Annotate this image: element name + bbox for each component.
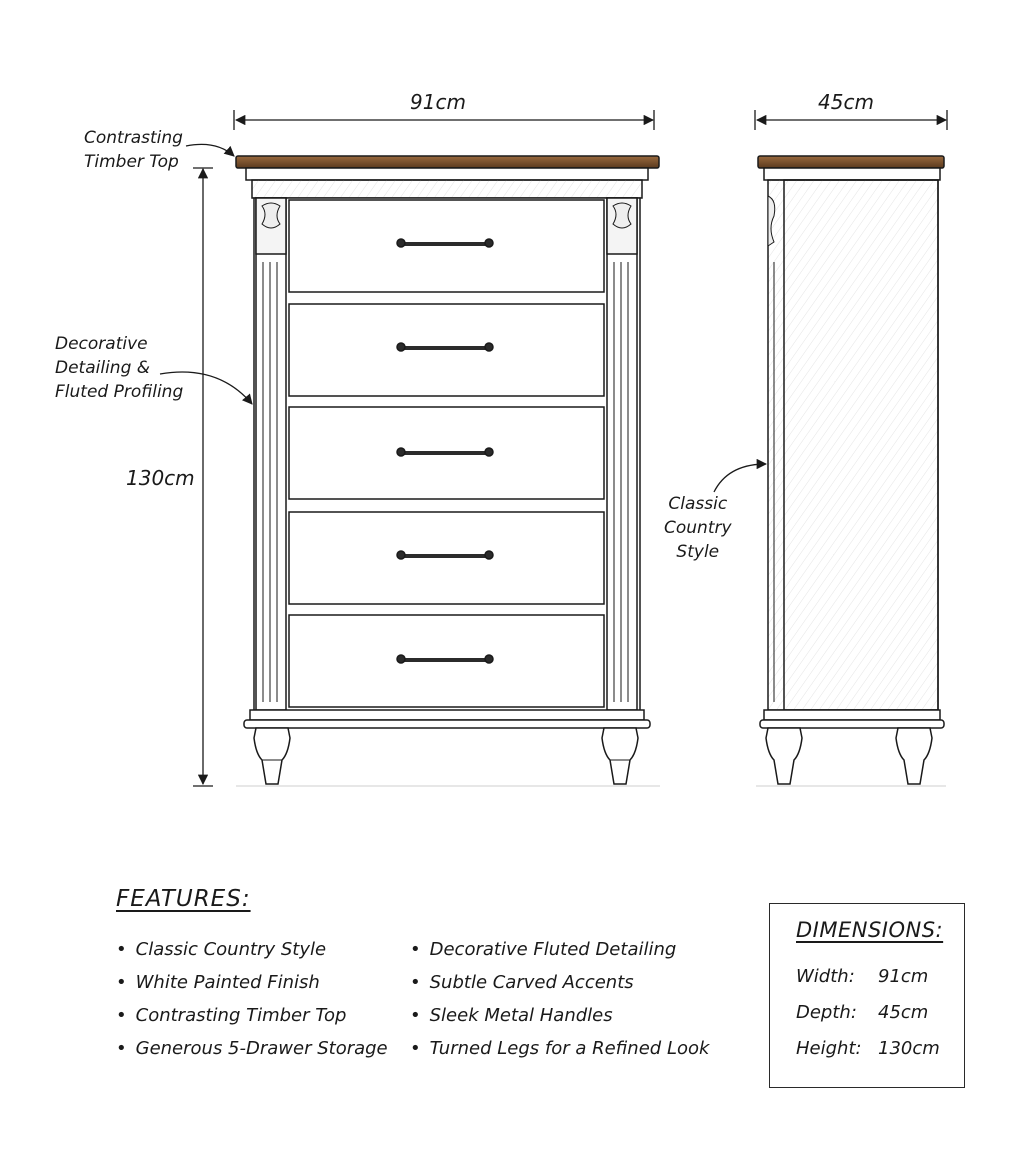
dimension-value: 130cm [878, 1038, 940, 1059]
callout-country-line-2: Country [664, 518, 732, 538]
side-timber-top [757, 155, 945, 169]
dimension-key: Width: [796, 966, 855, 987]
features-title: FEATURES: [116, 886, 251, 912]
leg-front-left [253, 727, 291, 785]
callout-fluted-line-3: Fluted Profiling [55, 382, 184, 402]
feature-item: White Painted Finish [116, 970, 388, 1003]
dimension-value: 45cm [878, 1002, 929, 1023]
left-pilaster [255, 197, 287, 711]
right-pilaster [606, 197, 638, 711]
drawer-1 [288, 199, 605, 293]
features-list-right: Decorative Fluted Detailing Subtle Carve… [410, 937, 710, 1069]
feature-item: Subtle Carved Accents [410, 970, 709, 1003]
dimension-row-height: Height: 130cm [796, 1038, 940, 1059]
dimensions-title: DIMENSIONS: [796, 918, 944, 942]
leg-front-right [601, 727, 639, 785]
dimension-value: 91cm [878, 966, 929, 987]
callout-timber-line-1: Contrasting [84, 128, 183, 148]
side-view [756, 155, 946, 787]
fluted-frieze [251, 179, 643, 199]
dimension-row-depth: Depth: 45cm [796, 1002, 928, 1023]
callout-timber-top: Contrasting Timber Top [84, 126, 183, 174]
furniture-drawing [159, 110, 948, 787]
dimensions-box: DIMENSIONS: Width: 91cm Depth: 45cm Height… [769, 903, 965, 1088]
callout-country-line-3: Style [676, 542, 720, 562]
front-view [235, 155, 660, 787]
feature-item: Contrasting Timber Top [116, 1003, 388, 1036]
callout-country: Classic Country Style [664, 492, 732, 564]
drawer-5 [288, 614, 605, 708]
drawer-3 [288, 406, 605, 500]
features-list-left: Classic Country Style White Painted Fini… [116, 937, 388, 1069]
feature-item: Decorative Fluted Detailing [410, 937, 709, 970]
callout-arrow-country [713, 458, 768, 493]
callout-fluted-line-2: Detailing & [55, 358, 151, 378]
feature-item: Generous 5-Drawer Storage [116, 1036, 388, 1069]
height-label: 130cm [126, 466, 195, 490]
feature-item: Sleek Metal Handles [410, 1003, 709, 1036]
callout-timber-line-2: Timber Top [84, 152, 179, 172]
width-label: 91cm [410, 90, 466, 114]
depth-label: 45cm [818, 90, 874, 114]
carved-corbel-left [261, 202, 281, 229]
callout-arrow-fluted [159, 371, 253, 405]
feature-item: Classic Country Style [116, 937, 388, 970]
callout-arrow-timber [185, 143, 235, 157]
callout-fluted-line-1: Decorative [55, 334, 148, 354]
drawer-4 [288, 511, 605, 605]
leg-side-left [765, 727, 803, 785]
callout-fluted: Decorative Detailing & Fluted Profiling [55, 332, 183, 404]
leg-side-right [895, 727, 933, 785]
dimension-row-width: Width: 91cm [796, 966, 928, 987]
carved-corbel-right [612, 202, 632, 229]
timber-top [235, 155, 660, 169]
dimension-key: Height: [796, 1038, 862, 1059]
feature-item: Turned Legs for a Refined Look [410, 1036, 710, 1069]
dimension-key: Depth: [796, 1002, 857, 1023]
callout-country-line-1: Classic [668, 494, 728, 514]
drawer-2 [288, 303, 605, 397]
